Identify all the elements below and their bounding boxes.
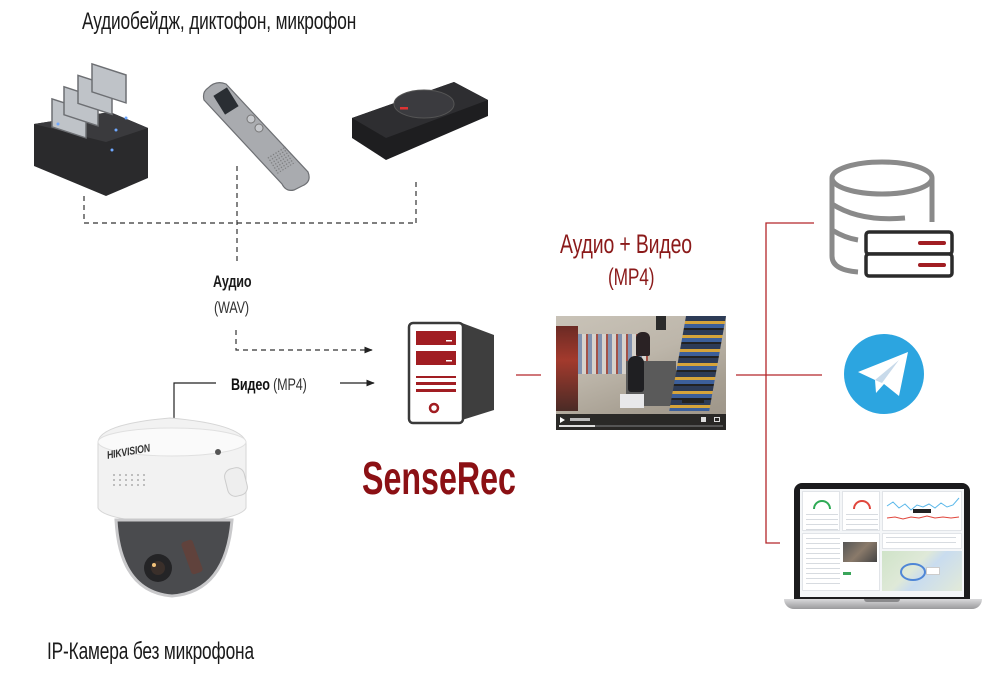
video-kiosk bbox=[656, 316, 666, 330]
video-player-thumbnail[interactable] bbox=[556, 316, 726, 430]
dashboard-photo bbox=[843, 542, 877, 562]
dashboard-line-chart bbox=[886, 497, 960, 520]
dashboard-gauge-panel bbox=[802, 491, 840, 531]
video-connector-left bbox=[173, 382, 216, 418]
server-tower-icon bbox=[407, 321, 494, 425]
dictaphone-icon bbox=[202, 82, 310, 191]
video-progress-bar[interactable] bbox=[559, 425, 723, 427]
dashboard-status bbox=[843, 572, 851, 575]
gauge-green bbox=[813, 500, 831, 509]
ip-camera-icon bbox=[97, 417, 248, 598]
video-link-label-group: Видео (MP4) bbox=[231, 375, 307, 395]
camera-caption: IP-Камера без микрофона bbox=[47, 638, 254, 665]
video-person bbox=[636, 332, 650, 356]
hub-name: SenseRec bbox=[362, 452, 516, 504]
volume-icon[interactable] bbox=[701, 417, 706, 422]
audio-link-label: Аудио bbox=[213, 272, 252, 291]
dashboard-form-panel bbox=[802, 533, 880, 591]
dashboard-screen bbox=[800, 489, 964, 597]
gauge-red bbox=[853, 500, 871, 509]
sources-heading: Аудиобейдж, диктофон, микрофон bbox=[82, 8, 357, 35]
filter-rows bbox=[886, 537, 956, 547]
panel-rows bbox=[846, 514, 878, 530]
laptop-lid bbox=[794, 483, 970, 601]
map-route bbox=[900, 563, 926, 581]
video-camera-caption bbox=[682, 400, 704, 403]
distribution-connector bbox=[736, 222, 822, 544]
video-controls bbox=[556, 414, 726, 430]
audio-bus-connector bbox=[83, 166, 417, 262]
dashboard-chart-panel bbox=[882, 491, 962, 531]
telegram-icon bbox=[844, 334, 924, 414]
laptop-dashboard-icon bbox=[784, 483, 982, 613]
dashboard-map bbox=[882, 551, 962, 591]
badge-charging-dock-icon bbox=[34, 62, 148, 196]
video-time-display bbox=[570, 418, 590, 421]
video-shelf-left bbox=[556, 326, 578, 411]
video-person bbox=[628, 356, 644, 392]
laptop-base bbox=[784, 599, 982, 609]
output-format: (MP4) bbox=[608, 264, 655, 291]
play-icon[interactable] bbox=[560, 417, 565, 423]
output-label: Аудио + Видео bbox=[560, 229, 692, 259]
database-server-icon bbox=[829, 159, 935, 275]
dashboard-gauge-panel bbox=[842, 491, 880, 531]
form-rows bbox=[806, 538, 840, 588]
dashboard-filter-panel bbox=[882, 533, 962, 549]
video-link-label: Видео bbox=[231, 375, 270, 394]
server-rack-icon bbox=[864, 230, 954, 278]
video-box bbox=[620, 394, 644, 408]
audio-arrow bbox=[235, 330, 373, 354]
panel-rows bbox=[806, 514, 838, 530]
fullscreen-icon[interactable] bbox=[714, 417, 720, 422]
map-popup bbox=[926, 567, 940, 575]
microphone-pad-icon bbox=[352, 82, 488, 160]
audio-link-format: (WAV) bbox=[214, 298, 249, 317]
video-link-format: (MP4) bbox=[273, 375, 307, 394]
